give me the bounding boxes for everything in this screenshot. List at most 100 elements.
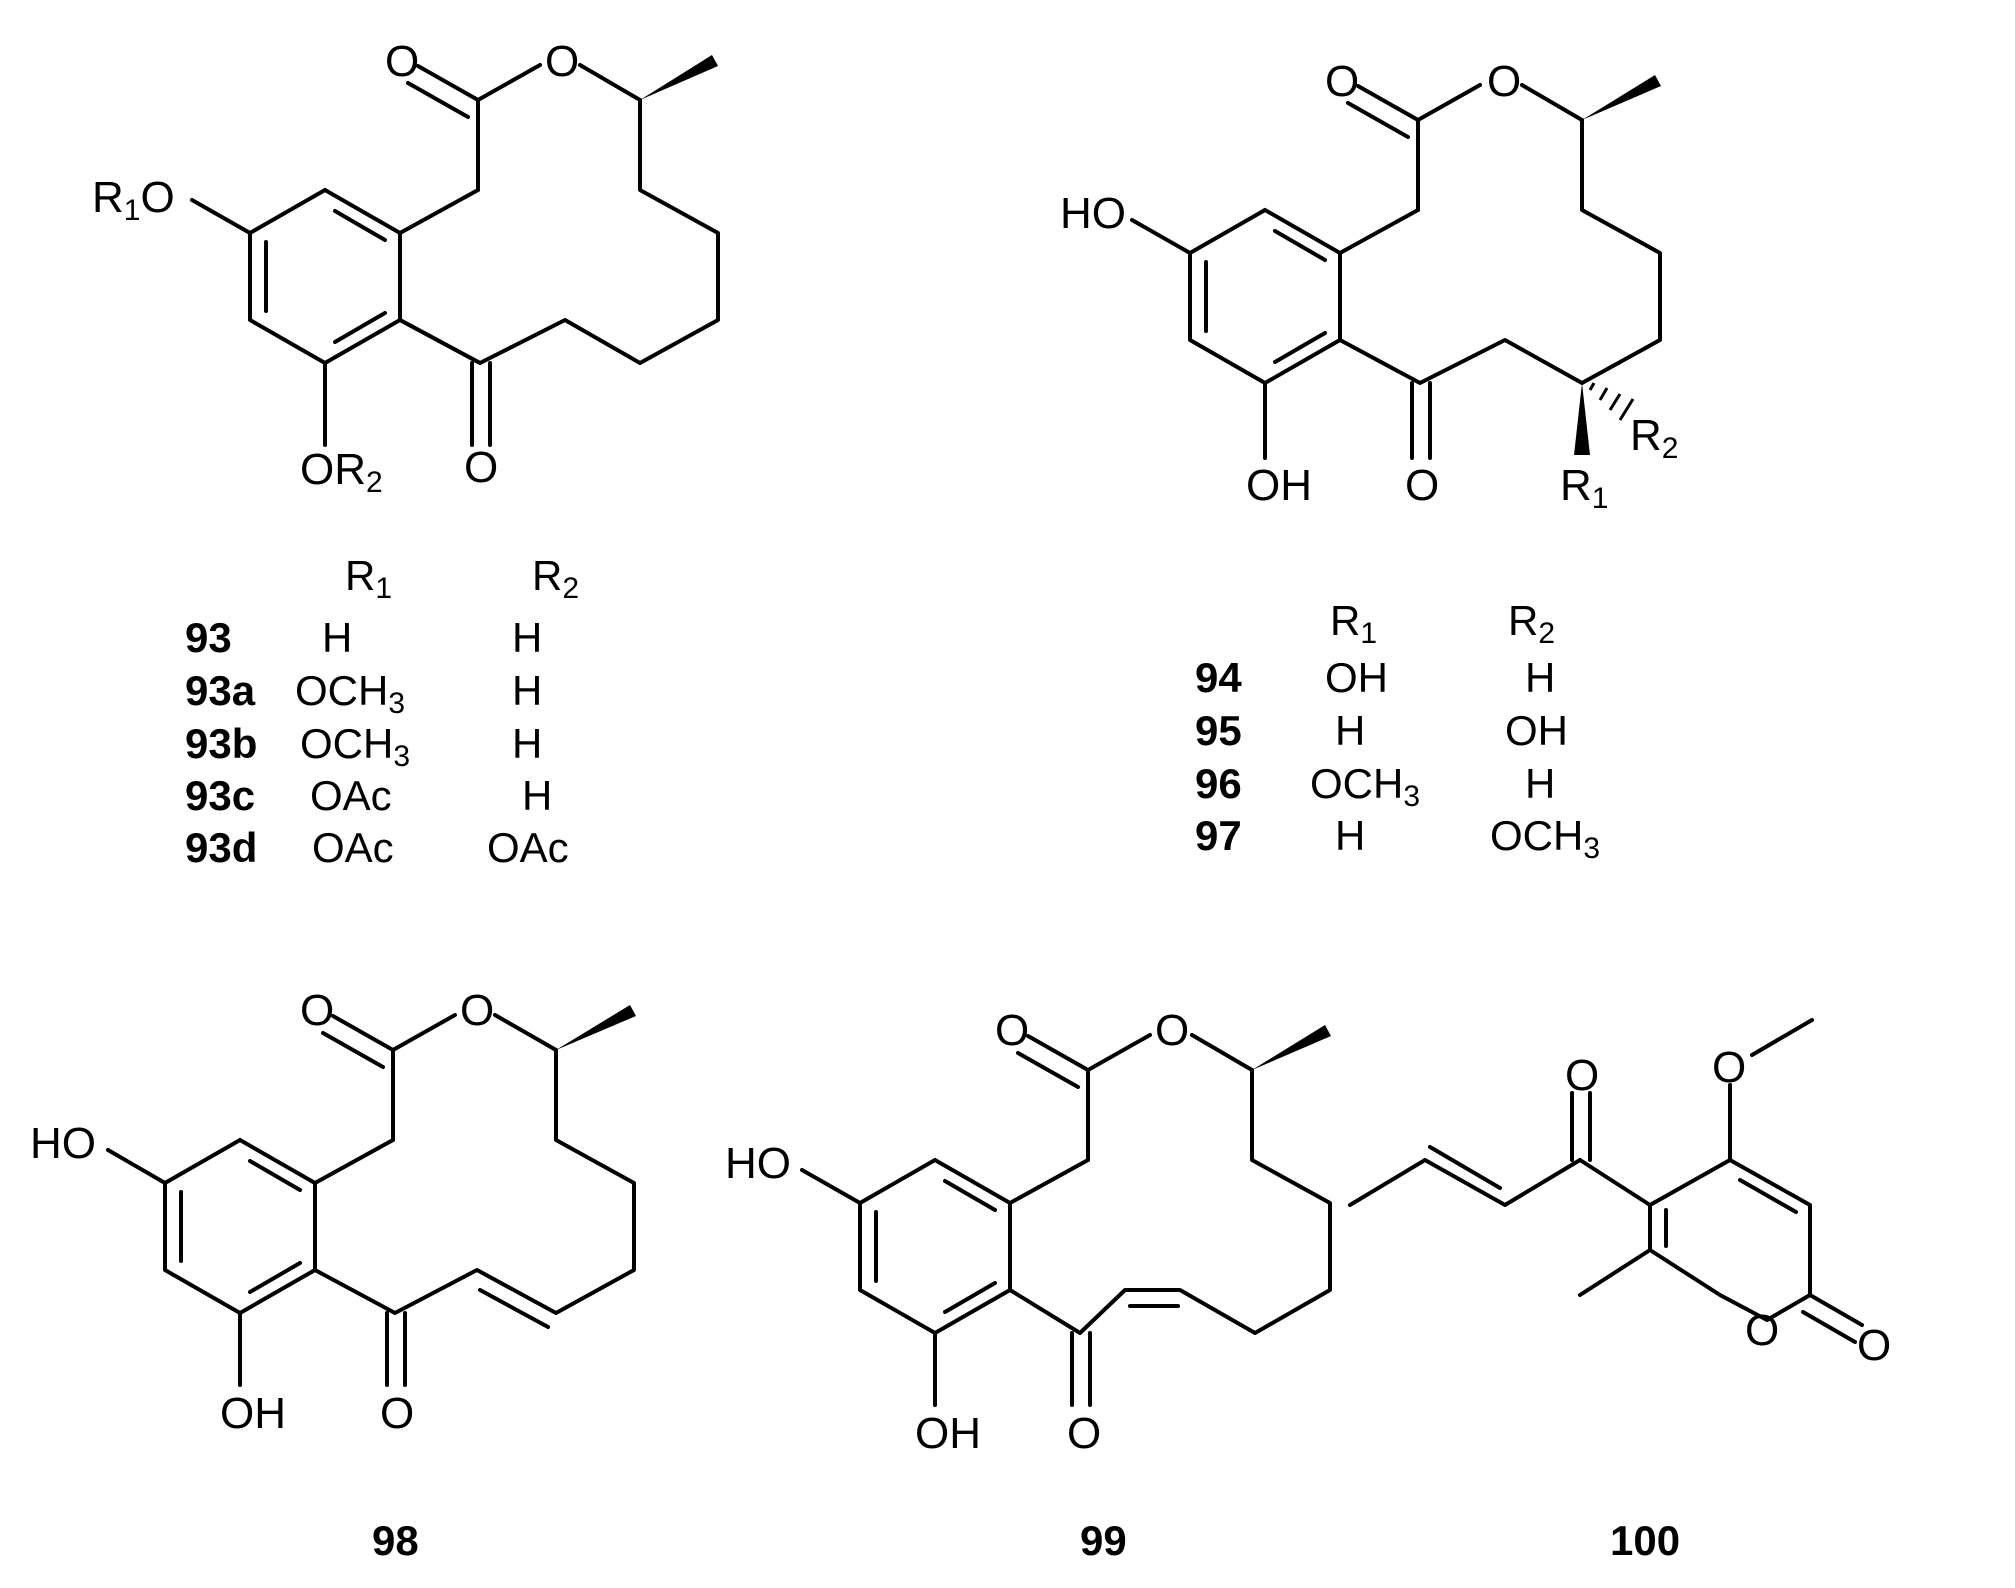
row-93b-r1: OCH3 <box>300 720 410 773</box>
bond-co2-94 <box>1346 101 1410 139</box>
atom-o-carbonyl-94: O <box>1325 57 1359 106</box>
ring-99 <box>858 1158 1012 1335</box>
bond-r1o <box>190 198 252 235</box>
structure-94: O O HO OH O R1 R2 <box>1060 57 1678 515</box>
ring-94-inner-1 <box>1273 229 1327 262</box>
atom-o-acyl-100: O <box>1565 1051 1599 1100</box>
atom-or2: OR2 <box>300 445 383 499</box>
row-97-r2: OCH3 <box>1490 812 1600 865</box>
row-93a-r2: H <box>512 667 542 714</box>
bond-c-o-94 <box>1416 83 1482 122</box>
ring-98-inner-1 <box>248 1159 302 1192</box>
bond-c-o-99 <box>1086 1033 1152 1072</box>
atom-o-ketone-98: O <box>380 1389 414 1438</box>
header-94-r2: R2 <box>1508 597 1555 650</box>
row-93-r1: H <box>322 614 352 661</box>
row-95-r1: H <box>1335 707 1365 754</box>
bond-ho-94 <box>1130 218 1192 255</box>
row-93b-num: 93b <box>185 720 257 767</box>
row-96-r1: OCH3 <box>1310 760 1420 813</box>
atom-oh-99: OH <box>915 1409 981 1458</box>
row-93d-r2: OAc <box>487 824 569 871</box>
bond-ar-ketone <box>398 318 482 365</box>
bond-ch2 <box>398 188 480 235</box>
row-93-r2: H <box>512 614 542 661</box>
chain-94 <box>1338 118 1662 385</box>
ring-100-c3c4 <box>1738 1178 1798 1214</box>
row-95-r2: OH <box>1505 707 1568 754</box>
label-100: 100 <box>1610 1517 1680 1564</box>
bond-co-1 <box>416 64 480 102</box>
atom-oh-98: OH <box>220 1389 286 1438</box>
row-97-num: 97 <box>1195 812 1242 859</box>
bond-o-c-98 <box>493 1013 558 1052</box>
row-93c-r2: H <box>522 772 552 819</box>
bond-o-c-94 <box>1520 83 1584 122</box>
atom-o-ester-94: O <box>1487 57 1521 106</box>
atom-o-ketone-93: O <box>464 443 498 492</box>
chain-99 <box>1008 1068 1332 1335</box>
bond-ho-98 <box>106 1148 167 1185</box>
bond-c-o <box>476 63 542 102</box>
row-94-r1: OH <box>1325 654 1388 701</box>
ring-100-co-b <box>1801 1310 1857 1344</box>
bond-o-c <box>578 63 642 102</box>
atom-o-ester-98: O <box>460 986 494 1035</box>
bond-co1-99 <box>1026 1034 1090 1072</box>
atom-ho-99: HO <box>725 1139 791 1188</box>
label-98: 98 <box>372 1517 419 1564</box>
row-94-num: 94 <box>1195 654 1242 701</box>
bond-co2-99 <box>1016 1051 1080 1089</box>
row-94-r2: H <box>1525 654 1555 701</box>
bond-co-2 <box>406 81 470 119</box>
atom-o-ketone-99: O <box>1067 1409 1101 1458</box>
hash-r2-94 <box>1588 382 1635 421</box>
atom-o-carbonyl-99: O <box>995 1006 1029 1055</box>
wedge-methyl-98 <box>556 1005 636 1050</box>
row-93a-r1: OCH3 <box>295 667 405 720</box>
row-96-r2: H <box>1525 760 1555 807</box>
label-99: 99 <box>1080 1517 1127 1564</box>
bond-ch2-99 <box>1008 1158 1090 1205</box>
structure-93: O O O R1O OR2 <box>92 37 720 499</box>
row-93a-num: 93a <box>185 667 256 714</box>
atom-o-carbonyl-93: O <box>385 37 419 86</box>
acyl-100-double <box>1428 1145 1502 1190</box>
row-97-r1: H <box>1335 812 1365 859</box>
row-93b-r2: H <box>512 720 542 767</box>
ring-99-inner-1 <box>943 1179 997 1212</box>
bond-co1-94 <box>1356 84 1420 122</box>
ring-94 <box>1188 208 1342 385</box>
row-93-num: 93 <box>185 614 232 661</box>
header-93-r1: R1 <box>345 552 392 605</box>
atom-oh-94: OH <box>1246 461 1312 510</box>
atom-ho-94: HO <box>1060 189 1126 238</box>
header-94-r1: R1 <box>1330 597 1377 650</box>
atom-o-methoxy-100: O <box>1712 1043 1746 1092</box>
atom-o-ester-93: O <box>545 37 579 86</box>
atom-o-ester-99: O <box>1155 1006 1189 1055</box>
acyl-100-chain <box>1348 1158 1582 1207</box>
ring-100-me <box>1578 1248 1652 1297</box>
bond-ch2-94 <box>1338 208 1420 255</box>
row-93d-r1: OAc <box>312 824 394 871</box>
structure-98: O O HO OH O 98 <box>30 986 636 1564</box>
chain-93 <box>398 98 720 365</box>
table-93: R1 R2 93 H H 93a OCH3 H 93b OCH3 H 93c O… <box>185 552 579 871</box>
ring-100-co-a <box>1808 1293 1864 1327</box>
header-93-r2: R2 <box>532 552 579 605</box>
wedge-methyl-93 <box>640 55 718 100</box>
row-95-num: 95 <box>1195 707 1242 754</box>
atom-o-carbonyl-98: O <box>300 986 334 1035</box>
bond-co1-98 <box>331 1014 395 1052</box>
atom-r2-94: R2 <box>1630 411 1678 465</box>
atom-r1o: R1O <box>92 173 175 227</box>
row-93d-num: 93d <box>185 824 257 871</box>
row-93c-num: 93c <box>185 772 255 819</box>
structure-99: O O HO OH O 99 <box>725 1006 1332 1564</box>
wedge-methyl-99 <box>1252 1025 1331 1070</box>
row-96-num: 96 <box>1195 760 1242 807</box>
ring-93 <box>248 188 402 365</box>
bond-o-c-99 <box>1190 1033 1254 1072</box>
chain-98 <box>313 1048 636 1315</box>
